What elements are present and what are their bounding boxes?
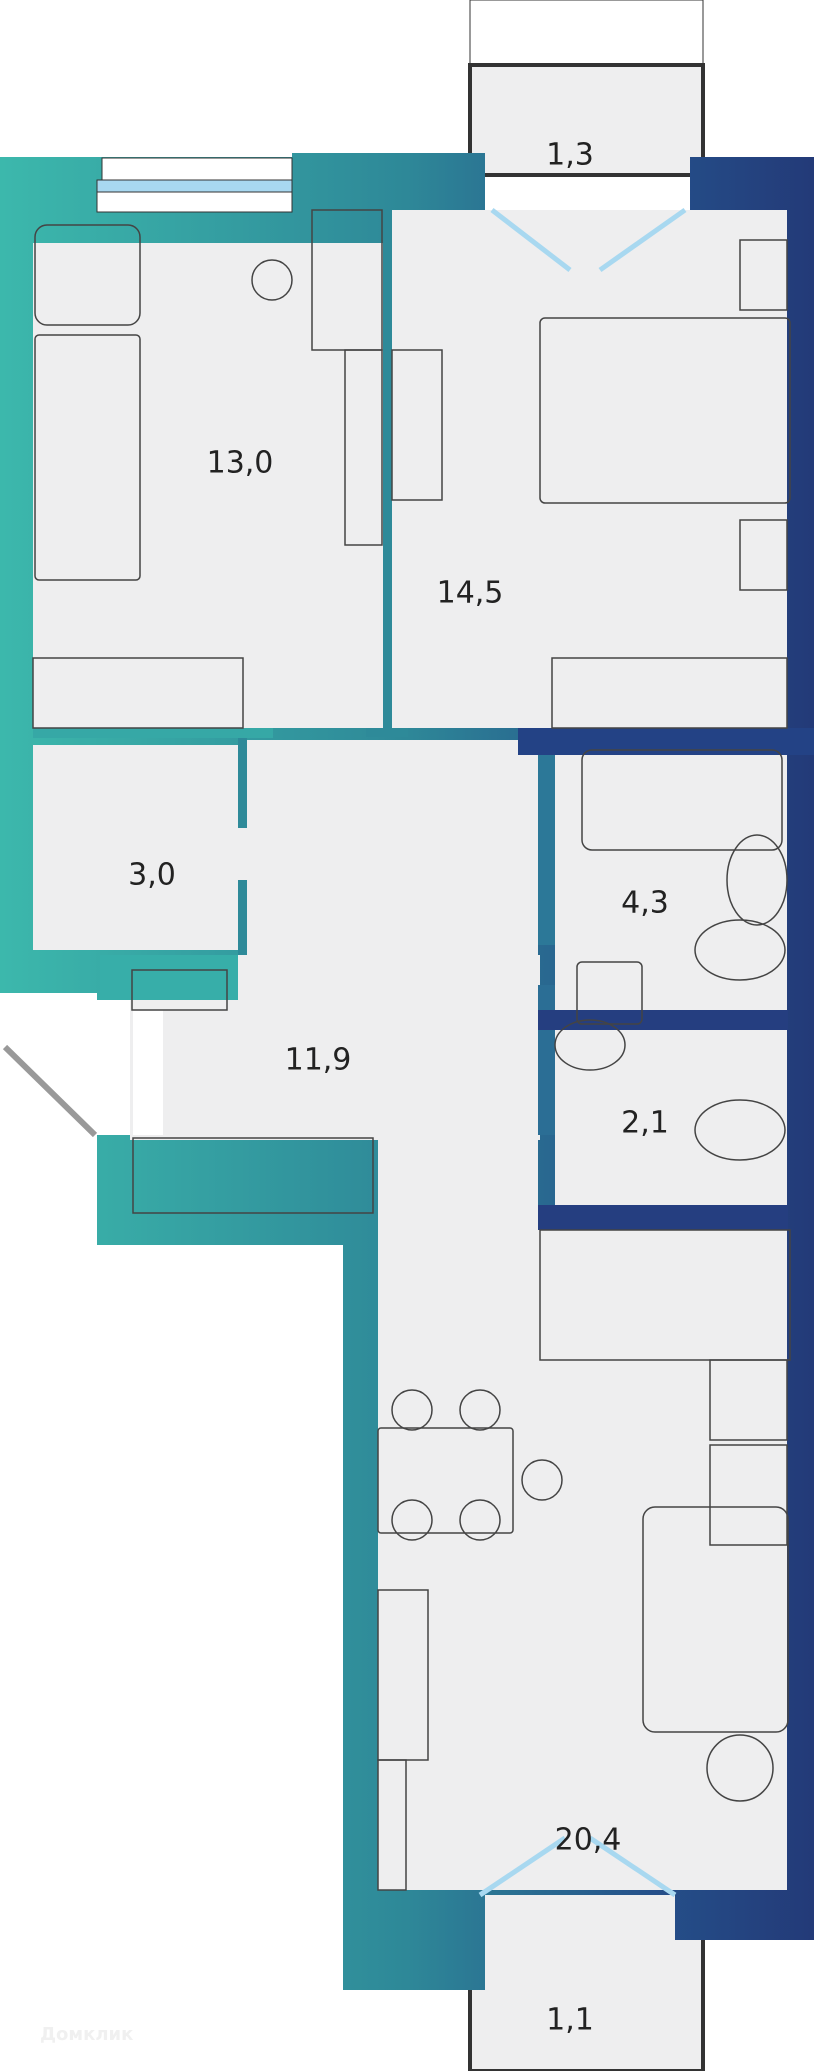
- room-area-living-kitchen: 20,4: [554, 1822, 622, 1858]
- balcony-bottom: [468, 1888, 705, 2071]
- dining-chair: [521, 1459, 563, 1501]
- balcony-top: [468, 0, 705, 177]
- single-bed: [34, 334, 141, 581]
- stove: [709, 1359, 788, 1441]
- interior-walls: [33, 210, 814, 1230]
- floor: [33, 210, 787, 1890]
- room-area-bathroom: 4,3: [621, 885, 669, 921]
- dining-chair: [459, 1389, 501, 1431]
- wardrobe-right: [551, 657, 788, 729]
- toilet-wc: [694, 1099, 786, 1161]
- kitchen-counter: [539, 1229, 791, 1361]
- nightstand: [739, 519, 788, 591]
- armchair: [34, 224, 141, 326]
- furniture: [32, 209, 791, 1891]
- room-area-hallway: 11,9: [284, 1042, 352, 1078]
- washbasin: [726, 834, 788, 926]
- shoe-rack: [131, 969, 228, 1011]
- entrance-door: [2, 1044, 98, 1138]
- door-balcony-bottom: [478, 1835, 677, 1898]
- door-balcony-top: [490, 207, 687, 273]
- room-area-wardrobe: 3,0: [128, 857, 176, 893]
- chair: [251, 259, 293, 301]
- bathtub: [581, 749, 783, 851]
- room-area-toilet: 2,1: [621, 1105, 669, 1141]
- dining-chair: [391, 1389, 433, 1431]
- toilet-bath: [694, 919, 786, 981]
- dining-chair: [391, 1499, 433, 1541]
- room-area-bedroom-left: 13,0: [206, 445, 274, 481]
- hallway-wardrobe: [132, 1137, 374, 1214]
- washbasin-wc: [554, 1019, 626, 1071]
- tv-stand: [391, 349, 443, 501]
- sofa: [642, 1506, 789, 1733]
- wardrobe-left: [32, 657, 244, 729]
- room-area-bedroom-right: 14,5: [436, 575, 504, 611]
- watermark-logo: Домклик: [40, 2024, 134, 2045]
- coffee-table: [706, 1734, 774, 1802]
- dining-table: [377, 1427, 514, 1534]
- shelving: [344, 349, 383, 546]
- window-top-left: [96, 157, 293, 213]
- fridge: [709, 1444, 788, 1546]
- dining-chair: [459, 1499, 501, 1541]
- room-area-balcony-bottom: 1,1: [546, 2002, 594, 2038]
- double-bed: [539, 317, 791, 504]
- shelving-living: [377, 1759, 407, 1891]
- nightstand: [739, 239, 788, 311]
- room-area-balcony-top: 1,3: [546, 137, 594, 173]
